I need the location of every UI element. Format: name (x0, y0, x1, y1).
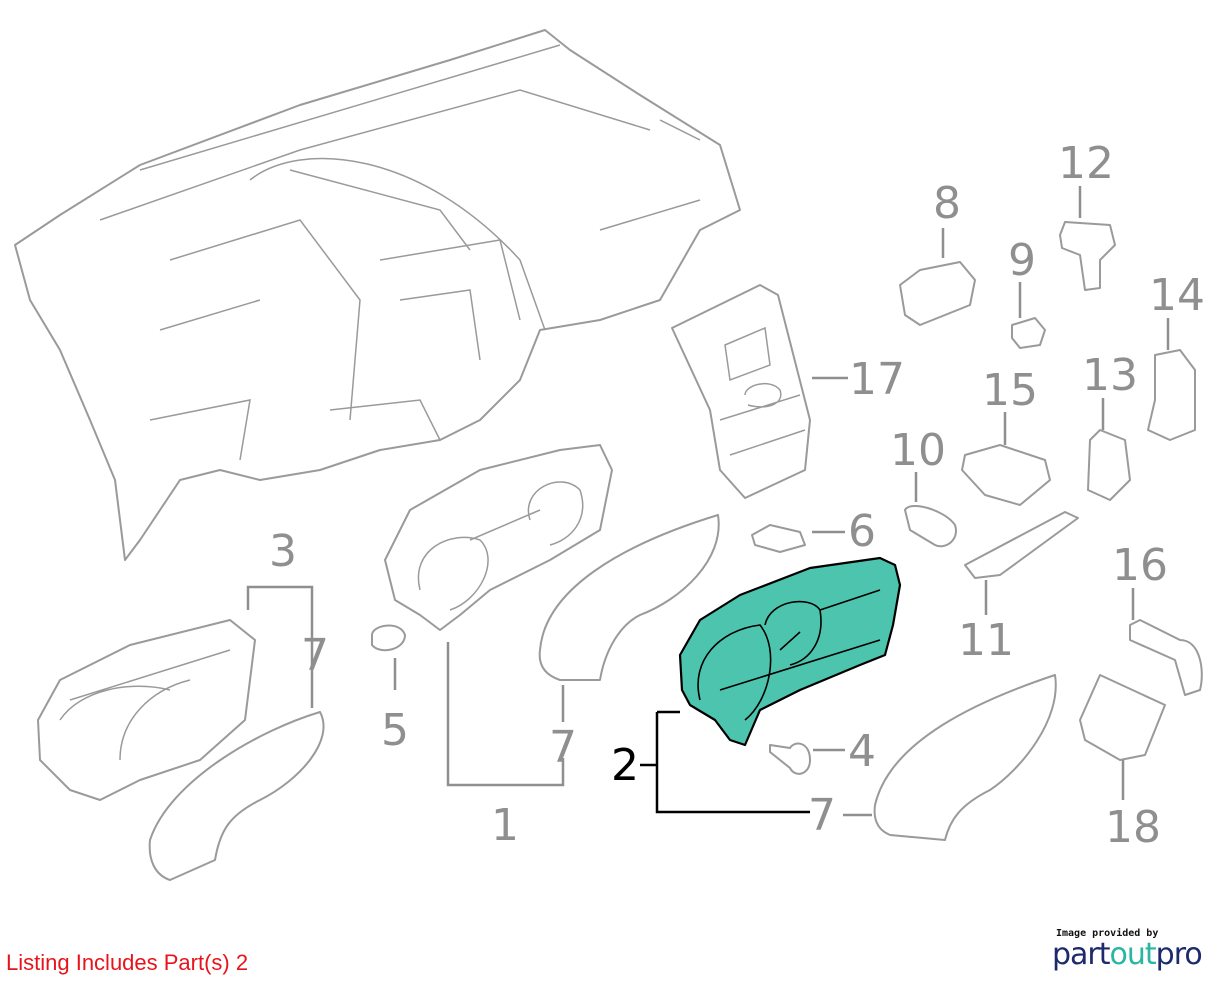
callout-7: 7 (301, 630, 329, 681)
callout-7: 7 (549, 722, 577, 773)
callout-9: 9 (1008, 235, 1036, 286)
callout-14: 14 (1149, 270, 1205, 321)
callout-12: 12 (1058, 138, 1114, 189)
small-parts-drawing (371, 221, 1203, 775)
cluster-3-drawing (37, 619, 325, 881)
callout-17: 17 (849, 354, 905, 405)
part-7-lens-drawing (873, 674, 1057, 841)
credit-label: Image provided by (1056, 928, 1159, 939)
listing-includes-text: Listing Includes Part(s) 2 (6, 950, 249, 975)
callout-1: 1 (491, 800, 519, 851)
callout-16: 16 (1112, 540, 1168, 591)
callout-15: 15 (982, 365, 1038, 416)
callout-3: 3 (269, 526, 297, 577)
callout-6: 6 (848, 506, 876, 557)
part-2-instrument-cluster (678, 556, 902, 747)
callout-13: 13 (1082, 350, 1138, 401)
partoutpro-credit: Image provided by partoutpro (1052, 928, 1212, 971)
partoutpro-logo: partoutpro (1052, 937, 1203, 972)
callout-8: 8 (933, 178, 961, 229)
leader-lines (246, 186, 1170, 817)
callout-10: 10 (890, 425, 946, 476)
callout-4: 4 (848, 726, 876, 777)
callout-11: 11 (958, 615, 1014, 666)
callout-2: 2 (611, 740, 639, 791)
callout-7: 7 (808, 790, 836, 841)
instrument-panel-drawing (14, 29, 741, 561)
callout-18: 18 (1105, 802, 1161, 853)
cluster-1-drawing (384, 444, 720, 681)
callout-5: 5 (381, 705, 409, 756)
